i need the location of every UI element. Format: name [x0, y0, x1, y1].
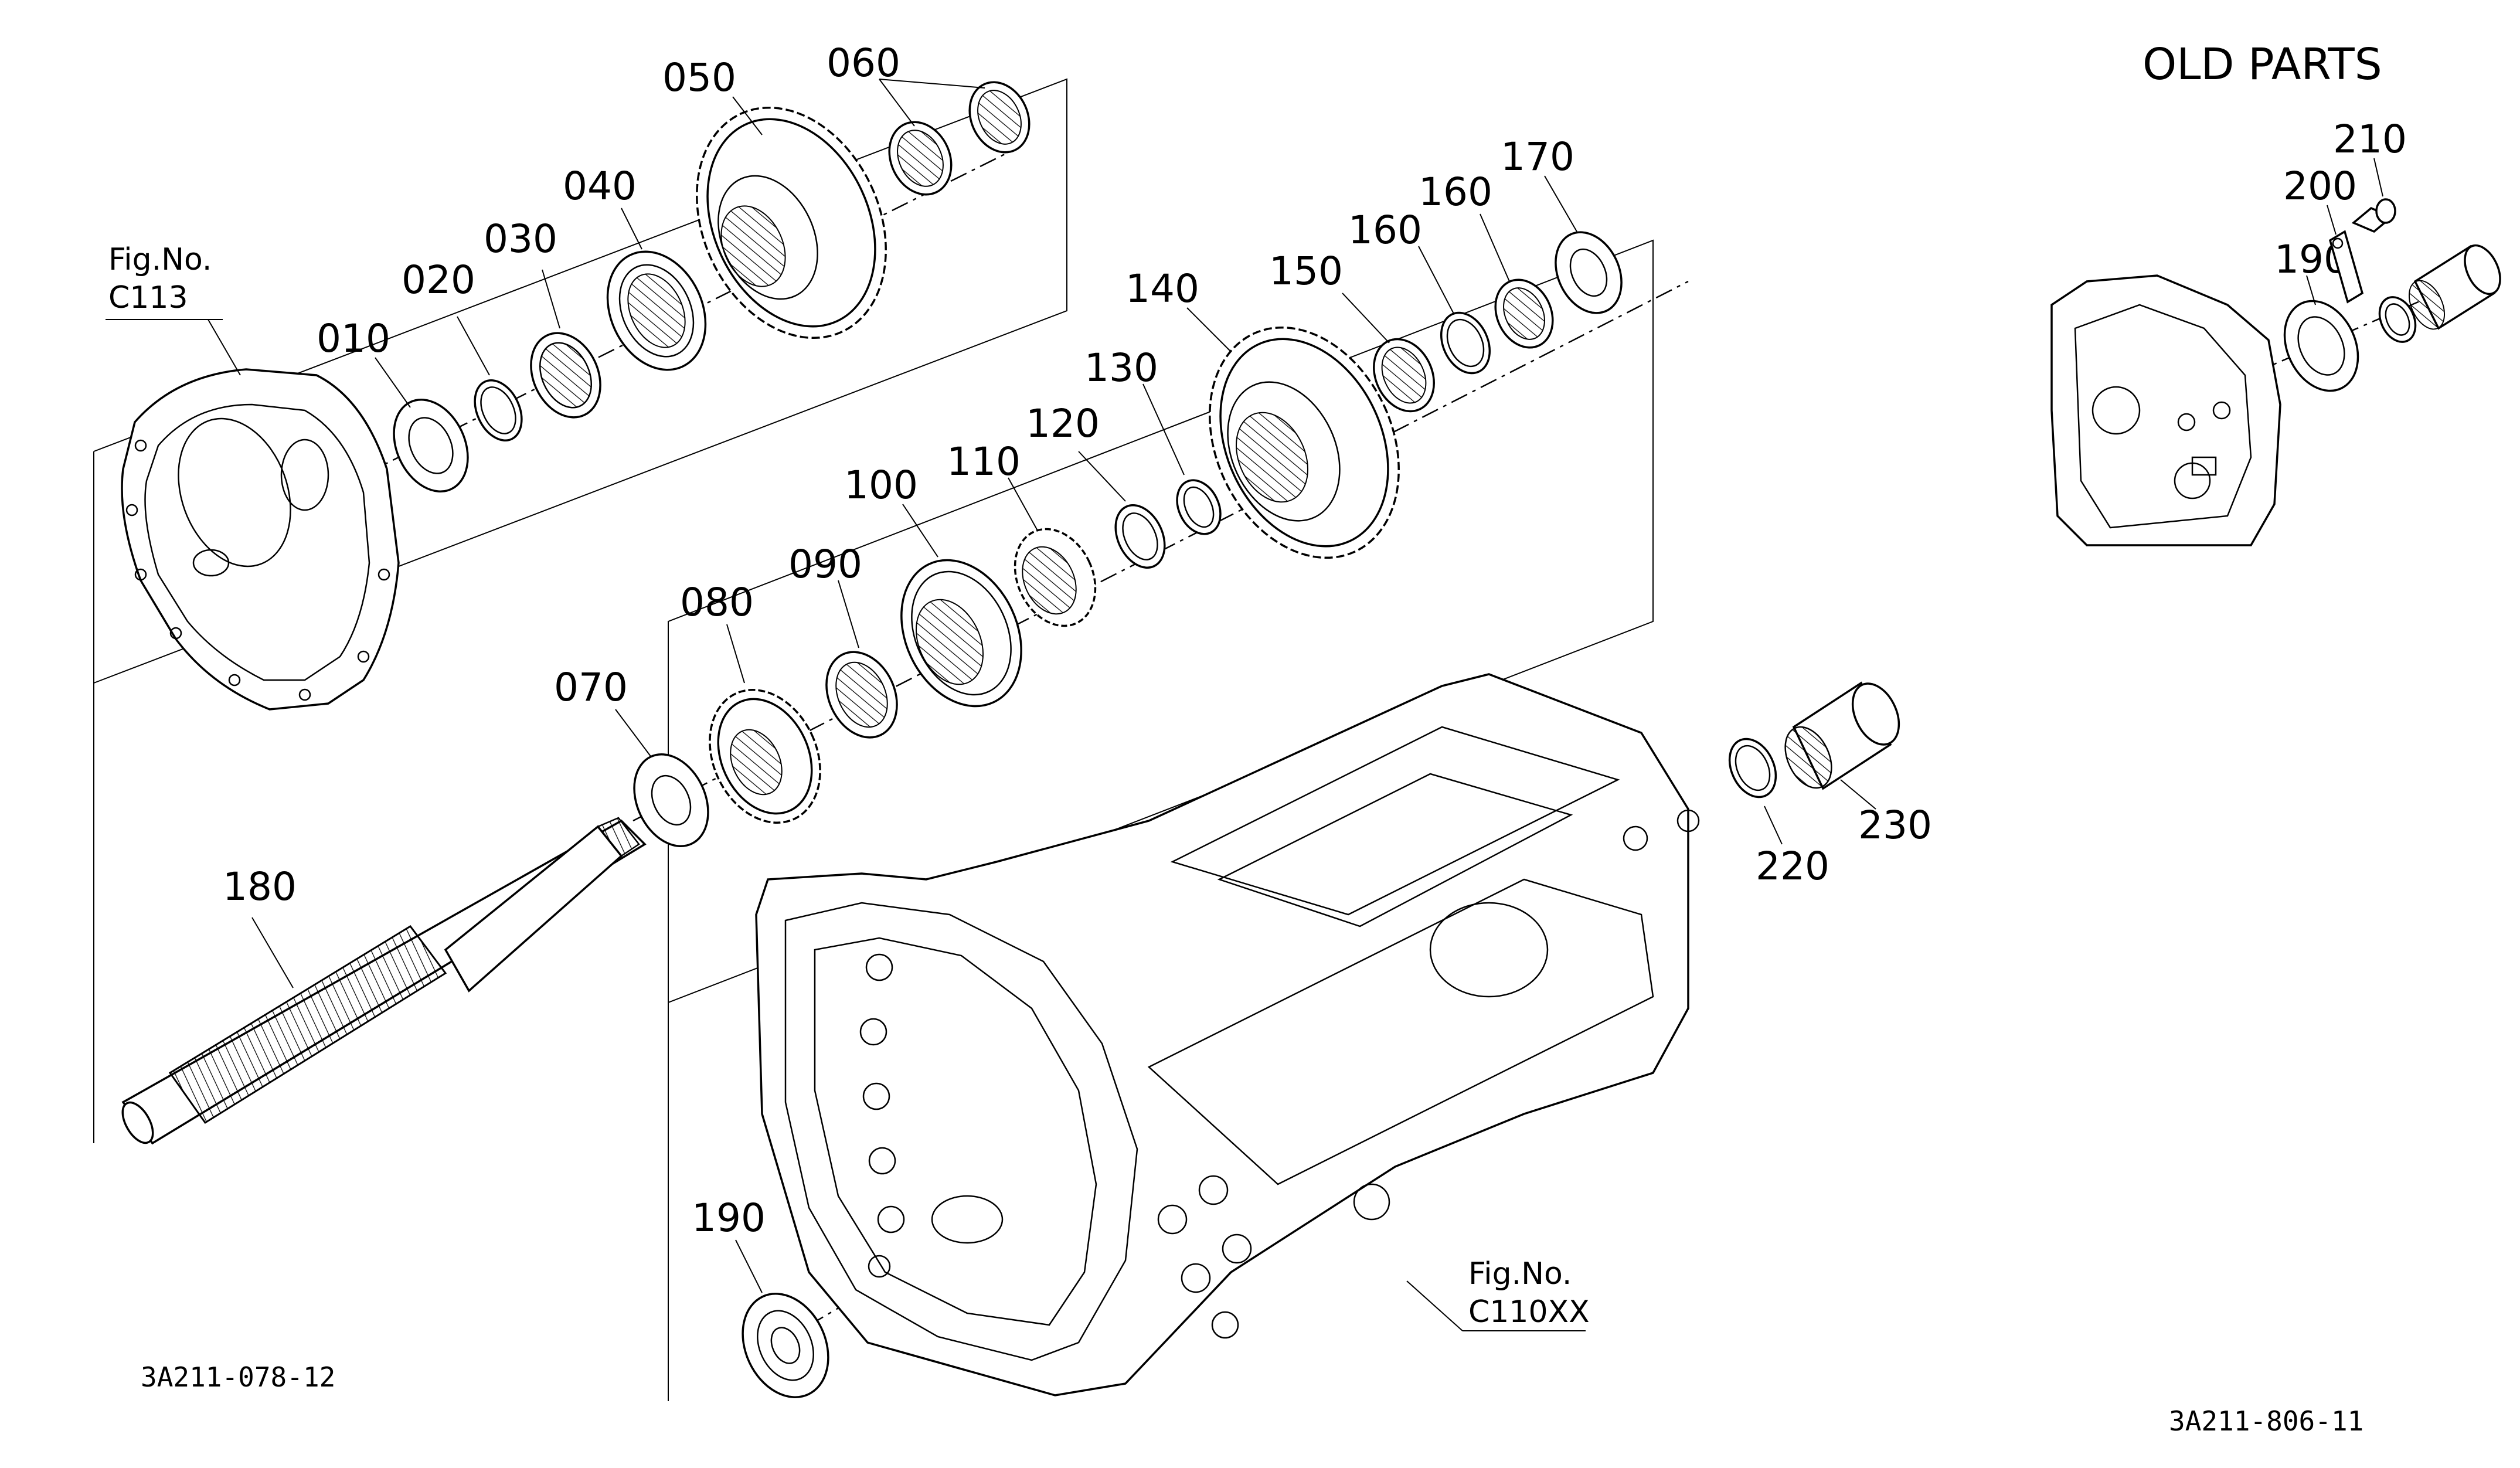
part-030-ring	[474, 379, 523, 442]
fig-c113-leader	[208, 319, 241, 376]
part-170-ring	[1440, 311, 1491, 375]
label-090: 080	[680, 580, 754, 625]
label-040: 030	[484, 216, 557, 261]
old-parts-title: OLD PARTS	[2142, 39, 2382, 90]
part-190-bearing-old	[2283, 300, 2359, 392]
leader-210	[2373, 158, 2383, 197]
label-160-a: 150	[1269, 249, 1343, 294]
label-140: 140	[1125, 266, 1199, 311]
part-070-needle-bearing-b	[968, 81, 1031, 154]
leader-070-a	[879, 79, 915, 127]
leader-130	[1078, 451, 1126, 502]
part-120-shift-sleeve	[900, 559, 1022, 708]
part-130-circlip	[1114, 504, 1166, 569]
leader-170	[1418, 246, 1454, 314]
part-020-bearing	[393, 398, 469, 493]
part-010-main-shaft	[121, 817, 647, 1145]
part-150-circlip	[1176, 479, 1222, 535]
label-210: 210	[2333, 117, 2407, 162]
fig-c110xx-leader	[1406, 1280, 1463, 1331]
leader-140	[1186, 307, 1232, 352]
part-160-needle-bearing-b	[1494, 278, 1554, 349]
label-200: 200	[2283, 164, 2357, 209]
part-100-needle-bearing	[825, 651, 898, 739]
label-120: 100	[844, 463, 918, 508]
part-210-bolt	[2351, 198, 2396, 233]
label-220: 220	[1756, 844, 1829, 889]
label-130: 120	[1026, 401, 1100, 446]
leader-090	[726, 624, 745, 684]
label-100: 090	[788, 542, 862, 587]
drawing-code-right: 3A211-806-11	[2169, 1405, 2363, 1437]
label-010: 180	[223, 864, 297, 909]
leader-220	[1764, 806, 1783, 845]
label-030: 020	[402, 257, 475, 303]
leader-080	[615, 709, 651, 757]
leader-230	[1840, 779, 1876, 810]
part-180-thrust-washer	[1555, 231, 1623, 314]
label-190-main: 190	[692, 1195, 766, 1241]
old-parts-circlip	[2378, 296, 2417, 343]
part-050-sleeve	[606, 250, 707, 371]
transmission-case	[755, 673, 1700, 1396]
fig-c113-value: C113	[108, 280, 188, 315]
part-140-gear	[1209, 326, 1400, 559]
upper-bracket-frame	[93, 78, 1067, 684]
label-230: 230	[1858, 803, 1932, 848]
leader-100	[838, 580, 859, 648]
part-110-hub	[1014, 528, 1097, 627]
leader-020	[375, 357, 411, 408]
leader-040	[542, 269, 560, 329]
part-040-needle-bearing	[530, 332, 601, 419]
part-070-needle-bearing-a	[888, 121, 953, 196]
label-160-b: 160	[1419, 169, 1492, 215]
label-180: 170	[1501, 134, 1574, 179]
label-060: 050	[662, 55, 736, 100]
leader-110	[1008, 477, 1038, 531]
fig-c113-prefix: Fig.No.	[108, 242, 212, 277]
label-110: 110	[947, 439, 1021, 484]
leader-160-a	[1342, 293, 1390, 344]
part-220-circlip	[1728, 738, 1777, 798]
front-cover	[121, 368, 400, 711]
leader-060	[732, 96, 763, 135]
label-050: 040	[563, 164, 637, 209]
fig-c110xx-value: C110XX	[1468, 1294, 1590, 1330]
part-230-bushing	[1784, 681, 1900, 790]
part-160-needle-bearing-a	[1373, 338, 1435, 413]
leader-150	[1142, 383, 1185, 475]
label-020: 010	[317, 316, 390, 361]
label-170: 160	[1348, 208, 1422, 253]
leader-160-b	[1480, 213, 1510, 282]
old-parts-bushing	[2408, 244, 2501, 330]
old-parts-housing	[2050, 274, 2281, 546]
part-060-gear	[696, 106, 887, 339]
label-150: 130	[1084, 345, 1158, 390]
leader-050	[621, 208, 642, 250]
part-200-plate	[2328, 230, 2364, 304]
leader-180	[1544, 175, 1577, 232]
leader-190-old	[2306, 275, 2316, 305]
leader-070-b	[879, 79, 985, 89]
label-070: 060	[827, 40, 900, 86]
leader-190-main	[735, 1239, 763, 1293]
leader-030	[457, 316, 490, 376]
drawing-code-left: 3A211-078-12	[141, 1361, 335, 1393]
label-080: 070	[554, 665, 628, 710]
leader-200	[2327, 205, 2337, 235]
leader-120	[902, 504, 938, 558]
fig-c110xx-prefix: Fig.No.	[1468, 1256, 1572, 1292]
part-080-washer	[633, 753, 709, 848]
leader-010	[251, 917, 294, 988]
part-190-bearing-main	[742, 1293, 829, 1398]
part-090-gear	[709, 689, 821, 824]
